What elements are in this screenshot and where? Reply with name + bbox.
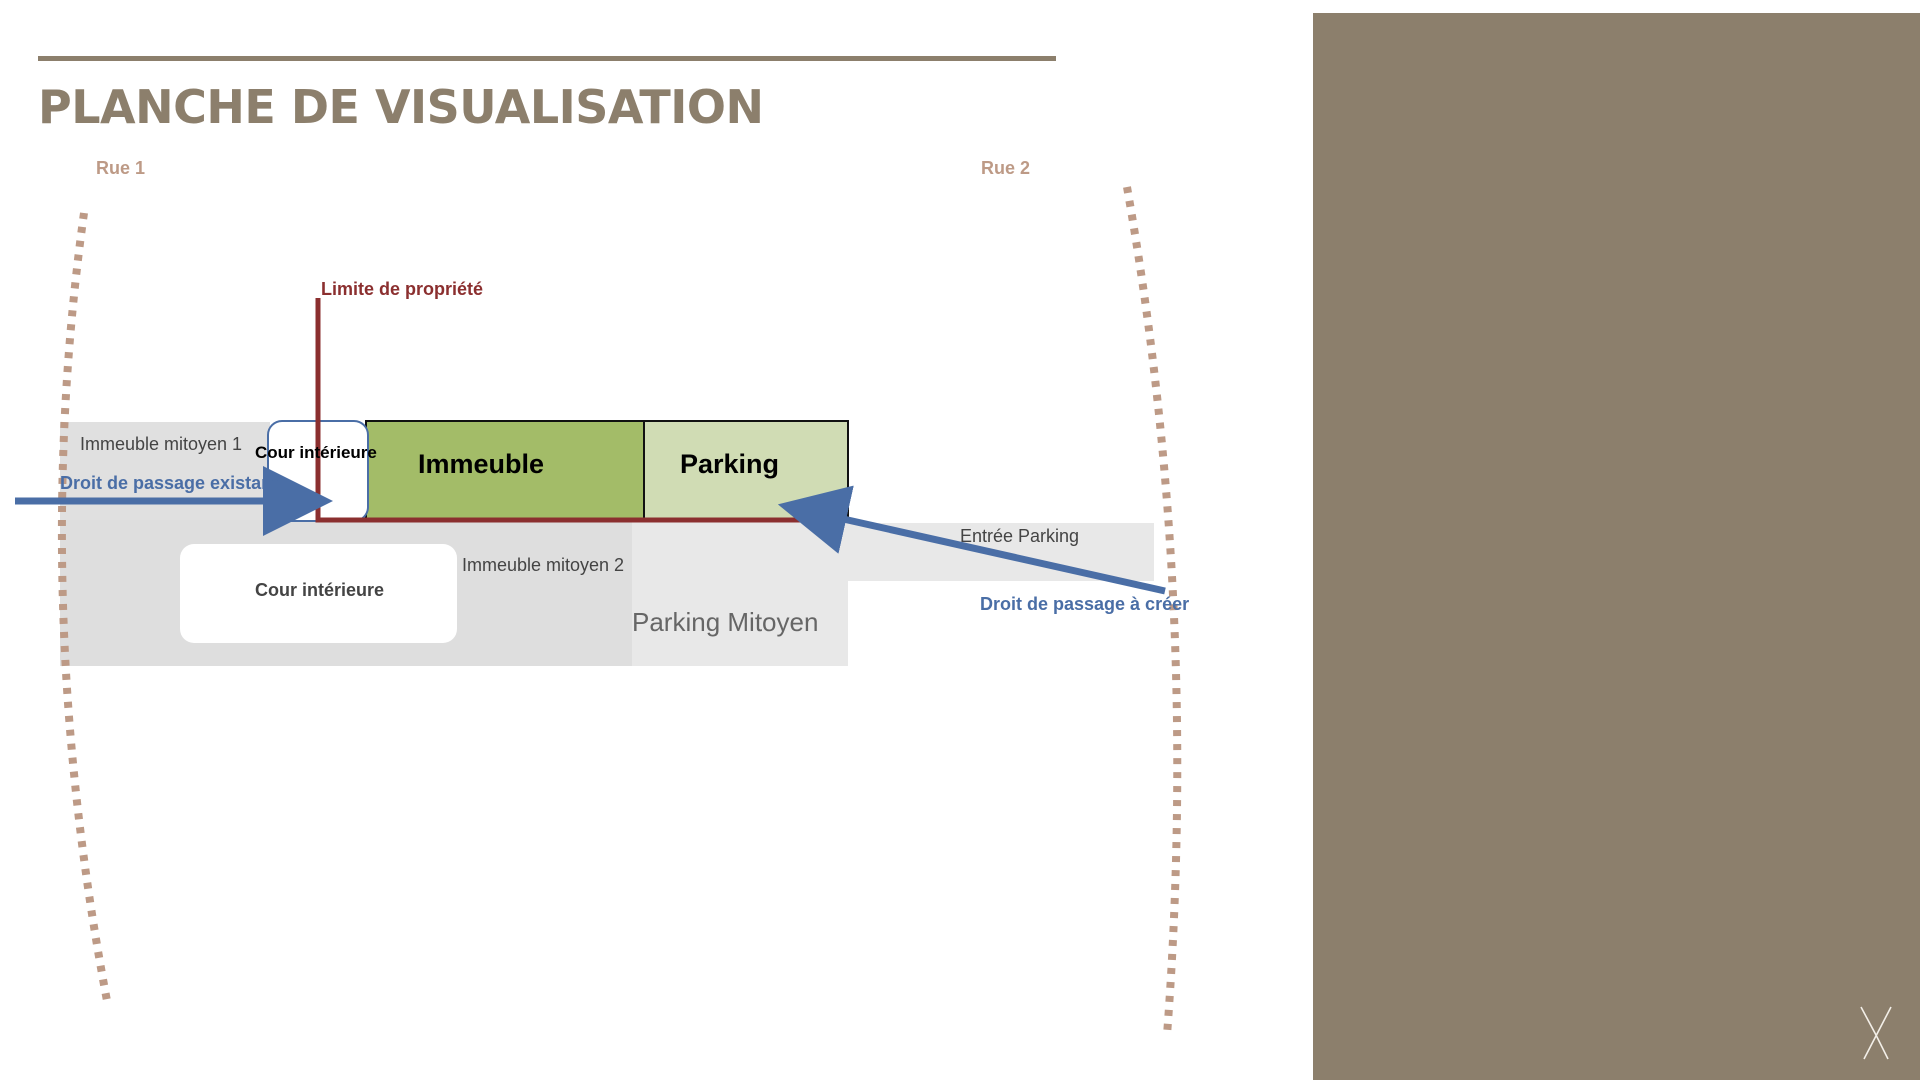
new-passage-label: Droit de passage à créer [980,594,1190,614]
parking-entrance-label: Entrée Parking [960,526,1080,546]
street-1-line [57,212,112,1007]
large-courtyard [180,544,457,643]
street-2-label: Rue 2 [981,158,1031,178]
page-title: PLANCHE DE VISUALISATION [38,80,764,134]
large-courtyard-label: Cour intérieure [255,580,385,600]
building-label: Immeuble [418,449,545,479]
monogram-logo-icon [1860,1006,1892,1060]
parking-label: Parking [680,449,780,479]
parking-neighbor-label: Parking Mitoyen [632,607,819,637]
side-panel [1313,13,1920,1080]
header-rule [38,56,1056,61]
neighbor-building-1-label: Immeuble mitoyen 1 [80,434,243,454]
property-limit-label: Limite de propriété [321,279,484,299]
parking-neighbor-block [632,520,848,666]
street-1-label: Rue 1 [96,158,146,178]
new-passage-arrow [777,485,1166,595]
neighbor-building-2-label: Immeuble mitoyen 2 [462,555,625,575]
small-courtyard-label: Cour intérieure [255,443,377,462]
street-2-line [1123,186,1182,1036]
existing-passage-label: Droit de passage existant [60,473,279,493]
